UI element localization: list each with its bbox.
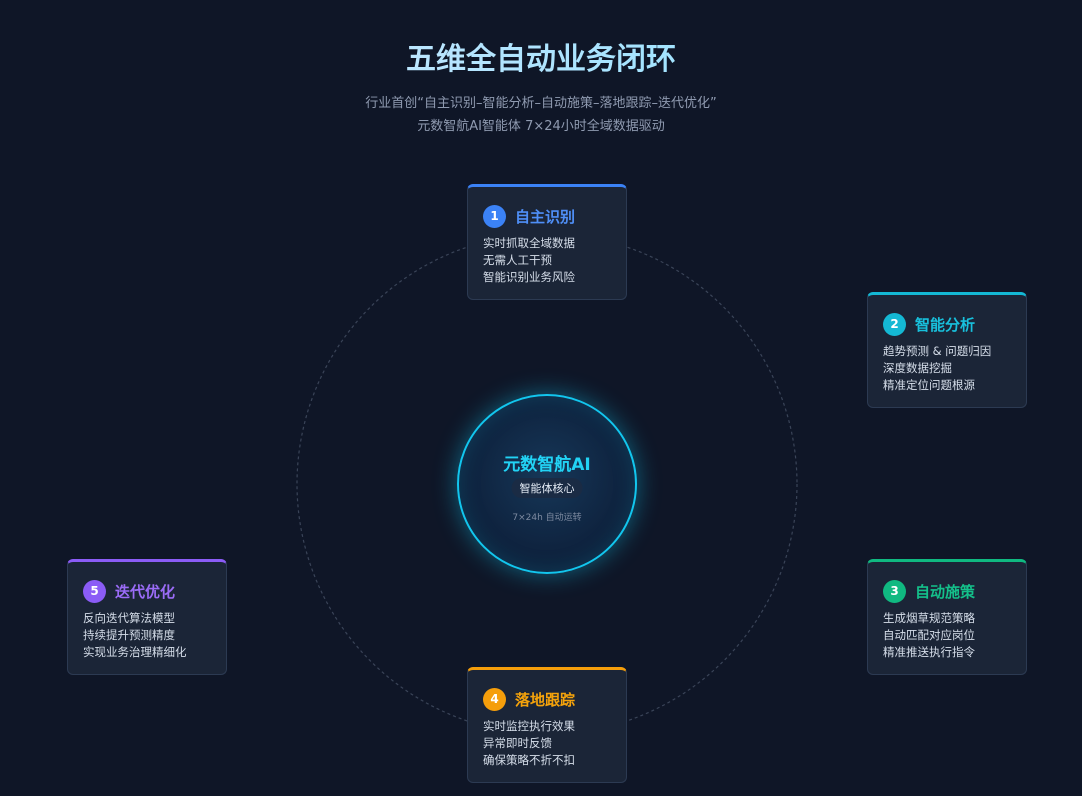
stage-number-badge: 3 [883,579,906,603]
stage-line: 生成烟草规范策略 [883,611,975,625]
stage-line: 异常即时反馈 [483,736,552,750]
stage-line: 精准定位问题根源 [883,378,975,392]
stage-card-iteration: 5 迭代优化 反向迭代算法模型 持续提升预测精度 实现业务治理精细化 [67,559,227,675]
stage-number-badge: 5 [83,579,106,603]
core-title: 元数智航AI [503,455,591,475]
stage-line: 无需人工干预 [483,253,552,267]
stage-number-badge: 4 [483,687,506,711]
page-subtitle-line-2: 元数智航AI智能体 7×24小时全域数据驱动 [417,119,665,134]
stage-card-recognition: 1 自主识别 实时抓取全域数据 无需人工干预 智能识别业务风险 [467,184,627,300]
page-subtitle-line-1: 行业首创“自主识别–智能分析–自动施策–落地跟踪–迭代优化” [365,96,717,111]
core-badge: 智能体核心 [511,478,583,498]
stage-line: 实时监控执行效果 [483,719,575,733]
stage-line: 实现业务治理精细化 [83,645,187,659]
stage-title: 迭代优化 [115,582,176,601]
stage-card-tracking: 4 落地跟踪 实时监控执行效果 异常即时反馈 确保策略不折不扣 [467,667,627,783]
stage-line: 智能识别业务风险 [483,270,575,284]
stage-card-policy: 3 自动施策 生成烟草规范策略 自动匹配对应岗位 精准推送执行指令 [867,559,1027,675]
ai-core-circle: 元数智航AI 智能体核心 7×24h 自动运转 [457,394,637,574]
stage-card-analysis: 2 智能分析 趋势预测 & 问题归因 深度数据挖掘 精准定位问题根源 [867,292,1027,408]
stage-line: 实时抓取全域数据 [483,236,575,250]
stage-number-badge: 2 [883,312,906,336]
stage-line: 反向迭代算法模型 [83,611,175,625]
stage-line: 深度数据挖掘 [883,361,952,375]
stage-number-badge: 1 [483,204,506,228]
stage-title: 自主识别 [515,207,576,226]
page-title: 五维全自动业务闭环 [0,34,1082,78]
stage-line: 精准推送执行指令 [883,645,975,659]
stage-title: 自动施策 [915,582,976,601]
stage-line: 确保策略不折不扣 [483,753,575,767]
core-note: 7×24h 自动运转 [512,513,582,523]
stage-line: 趋势预测 & 问题归因 [883,344,992,358]
stage-line: 持续提升预测精度 [83,628,175,642]
stage-line: 自动匹配对应岗位 [883,628,975,642]
stage-title: 落地跟踪 [515,690,576,709]
stage-title: 智能分析 [915,315,976,334]
